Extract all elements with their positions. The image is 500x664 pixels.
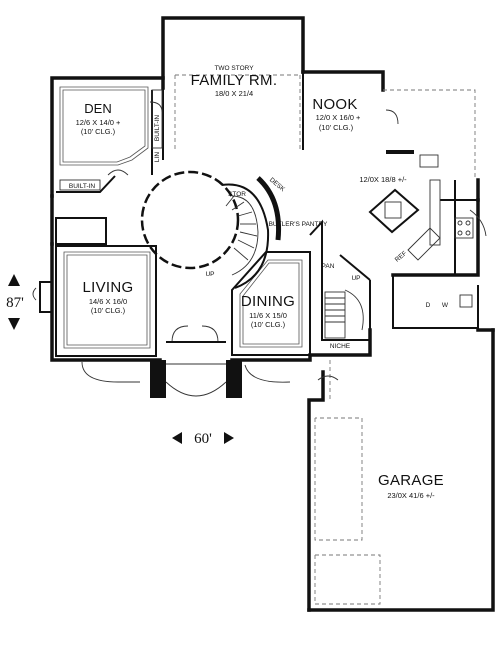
built-in-tag-vertical: BUILT-IN [154,115,161,142]
room-kitchen: 12/0X 18/8 +/- [359,175,407,184]
den-size: 12/6 X 14/0 + [76,118,121,127]
rear-stair-up-tag: UP [351,275,360,282]
rear-stairs [324,289,364,339]
depth-dimension: 87' [6,274,24,330]
width-dimension: 60' [172,431,234,447]
room-dining: DINING 11/6 X 15/0 (10' CLG.) [241,293,295,329]
washer-tag: W [442,302,449,309]
refrigerator-tag: REF [394,250,408,264]
storage-tag: STOR [228,191,246,198]
niche-tag: NICHE [330,343,351,350]
rotunda [140,170,282,343]
nook-note: (10' CLG.) [319,123,354,132]
den-name: DEN [84,101,111,116]
dashed-outlines [174,74,476,605]
den-note: (10' CLG.) [81,127,116,136]
nook-size: 12/0 X 16/0 + [316,113,361,122]
door-swings [32,101,487,381]
stair-up-tag: UP [205,271,214,278]
living-note: (10' CLG.) [91,306,126,315]
kitchen-fixtures [368,150,474,308]
pantry-tag: PAN [322,263,335,270]
linen-tag: LIN [154,152,161,162]
room-garage: GARAGE 23/0X 41/6 +/- [378,472,444,500]
dining-name: DINING [241,293,295,310]
depth-arrow-up-icon [8,274,20,286]
garage-name: GARAGE [378,472,444,489]
width-arrow-right-icon [224,432,234,444]
kitchen-size: 12/0X 18/8 +/- [359,175,407,184]
room-family: TWO STORY FAMILY RM. 18/0 X 21/4 [191,65,278,98]
garage-size: 23/0X 41/6 +/- [387,491,435,500]
dining-note: (10' CLG.) [251,320,286,329]
family-room-note: TWO STORY [214,65,254,72]
depth-arrow-down-icon [8,318,20,330]
small-tags: BUILT-IN BUILT-IN LIN STOR DESK BUTLER'S… [69,115,449,350]
family-room-name: FAMILY RM. [191,72,278,89]
living-name: LIVING [83,279,134,296]
width-dimension-label: 60' [194,431,212,447]
nook-name: NOOK [312,96,357,113]
butlers-pantry-tag: BUTLER'S PANTRY [269,221,328,228]
bay-windows [81,361,291,397]
room-nook: NOOK 12/0 X 16/0 + (10' CLG.) [312,96,361,132]
dryer-tag: D [426,302,431,309]
exterior-walls [50,16,495,612]
family-room-size: 18/0 X 21/4 [215,89,253,98]
room-den: DEN 12/6 X 14/0 + (10' CLG.) [76,101,121,136]
width-arrow-left-icon [172,432,182,444]
living-size: 14/6 X 16/0 [89,297,127,306]
room-living: LIVING 14/6 X 16/0 (10' CLG.) [83,279,134,315]
depth-dimension-label: 87' [6,295,24,311]
built-in-tag-horizontal: BUILT-IN [69,183,96,190]
interior-walls [39,72,478,398]
dining-size: 11/6 X 15/0 [249,311,287,320]
